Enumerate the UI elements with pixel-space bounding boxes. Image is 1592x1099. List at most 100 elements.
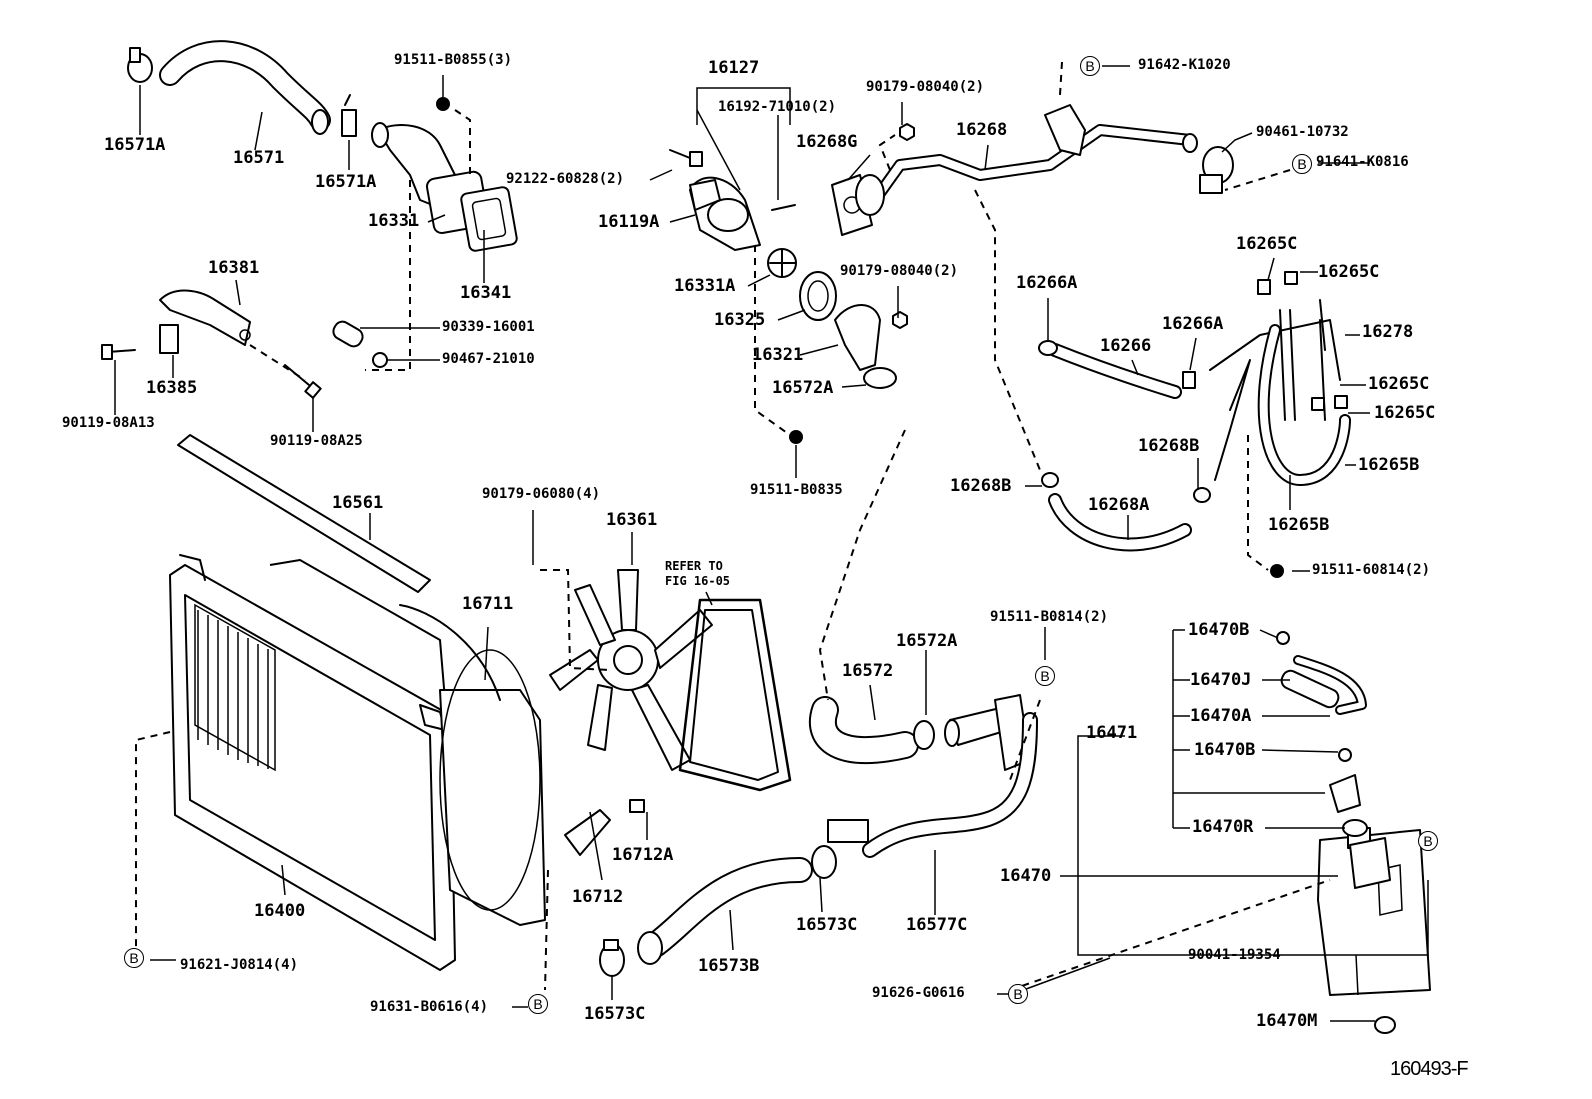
clip-16385 bbox=[159, 324, 179, 354]
label-16265C-4: 16265C bbox=[1374, 403, 1436, 423]
label-91511-B0814: 91511-B0814(2) bbox=[990, 609, 1109, 625]
hose-16470A bbox=[1280, 655, 1367, 715]
stud-16192 bbox=[771, 204, 796, 211]
label-16470J: 16470J bbox=[1190, 670, 1252, 690]
label-16331A: 16331A bbox=[674, 276, 736, 296]
marker-b-icon: B bbox=[1035, 666, 1055, 686]
label-16381: 16381 bbox=[208, 258, 260, 278]
label-16470B-1: 16470B bbox=[1188, 620, 1250, 640]
label-16471: 16471 bbox=[1086, 723, 1138, 743]
label-16573C-1: 16573C bbox=[796, 915, 858, 935]
inlet-16321 bbox=[834, 304, 897, 389]
pipe-16577C bbox=[827, 712, 1038, 858]
label-16265C-1: 16265C bbox=[1236, 234, 1298, 254]
label-91621-J0814: 91621-J0814(4) bbox=[180, 957, 299, 973]
label-16325: 16325 bbox=[714, 310, 766, 330]
marker-b-icon: B bbox=[528, 994, 548, 1014]
label-16268A: 16268A bbox=[1088, 495, 1150, 515]
label-16268: 16268 bbox=[956, 120, 1008, 140]
bolt-dots bbox=[436, 97, 1284, 578]
label-91642-K1020: 91642-K1020 bbox=[1138, 57, 1231, 73]
refer-note-line-2: FIG 16-05 bbox=[665, 574, 731, 588]
label-16573C-2: 16573C bbox=[584, 1004, 646, 1024]
marker-b-icon: B bbox=[1080, 56, 1100, 76]
reservoir-16470 bbox=[1317, 827, 1431, 996]
label-16470R: 16470R bbox=[1192, 817, 1254, 837]
label-16400: 16400 bbox=[254, 901, 306, 921]
label-16712: 16712 bbox=[572, 887, 624, 907]
label-16561: 16561 bbox=[332, 493, 384, 513]
label-91511-B0835: 91511-B0835 bbox=[750, 482, 843, 498]
label-16331: 16331 bbox=[368, 211, 420, 231]
refer-note-line-1: REFER TO bbox=[665, 559, 723, 573]
hose-16572 bbox=[808, 696, 935, 765]
label-16265B-2: 16265B bbox=[1268, 515, 1330, 535]
label-16573B: 16573B bbox=[698, 956, 760, 976]
label-16385: 16385 bbox=[146, 378, 198, 398]
label-16470M: 16470M bbox=[1256, 1011, 1318, 1031]
marker-b-icon: B bbox=[1292, 154, 1312, 174]
pipe-16268 bbox=[869, 104, 1198, 206]
clamps-16573C bbox=[599, 845, 837, 977]
figure-code: 160493-F bbox=[1390, 1058, 1469, 1080]
radiator-16400 bbox=[169, 554, 456, 971]
label-90041-19354: 90041-19354 bbox=[1188, 947, 1281, 963]
thermostat-16331A bbox=[767, 248, 797, 278]
label-16321: 16321 bbox=[752, 345, 804, 365]
flange-16268 bbox=[855, 174, 885, 216]
leader-lines bbox=[114, 65, 1429, 1022]
hose-90339 bbox=[332, 320, 388, 368]
belt bbox=[678, 598, 792, 792]
marker-b-icon: B bbox=[124, 948, 144, 968]
label-16268G: 16268G bbox=[796, 132, 858, 152]
label-16571A-top: 16571A bbox=[104, 135, 166, 155]
label-91511-B0855: 91511-B0855(3) bbox=[394, 52, 513, 68]
label-91641-K0816: 91641-K0816 bbox=[1316, 154, 1409, 170]
fitting-16470B bbox=[1276, 631, 1361, 813]
label-16711: 16711 bbox=[462, 594, 514, 614]
hose-16268A bbox=[1041, 472, 1211, 552]
label-16341: 16341 bbox=[460, 283, 512, 303]
hose-16266 bbox=[1038, 340, 1196, 399]
thermostat-housing-16119A bbox=[689, 176, 761, 251]
label-16268B-2: 16268B bbox=[950, 476, 1012, 496]
radiator-support-16561 bbox=[177, 434, 431, 593]
label-16266A-1: 16266A bbox=[1016, 273, 1078, 293]
label-91511-60814: 91511-60814(2) bbox=[1312, 562, 1431, 578]
label-16572A-top: 16572A bbox=[772, 378, 834, 398]
hose-16573B bbox=[637, 857, 813, 965]
label-16265B-1: 16265B bbox=[1358, 455, 1420, 475]
cap-16470M bbox=[1374, 1016, 1396, 1034]
hose-16265B bbox=[1257, 299, 1351, 486]
label-16572: 16572 bbox=[842, 661, 894, 681]
label-16127: 16127 bbox=[708, 58, 760, 78]
label-16192-71010: 16192-71010(2) bbox=[718, 99, 837, 115]
pipe-16572A bbox=[944, 694, 1031, 771]
bolts-left bbox=[101, 344, 322, 399]
dashed-guides bbox=[135, 61, 1331, 991]
fan-16361 bbox=[549, 569, 713, 771]
label-16712A: 16712A bbox=[612, 845, 674, 865]
label-16571A-mid: 16571A bbox=[315, 172, 377, 192]
label-16577C: 16577C bbox=[906, 915, 968, 935]
clamps-16265C bbox=[1257, 271, 1348, 411]
label-90119-08A25: 90119-08A25 bbox=[270, 433, 363, 449]
label-91626-G0616: 91626-G0616 bbox=[872, 985, 965, 1001]
label-90179-08040-b: 90179-08040(2) bbox=[840, 263, 959, 279]
label-16268B-1: 16268B bbox=[1138, 436, 1200, 456]
label-90179-06080: 90179-06080(4) bbox=[482, 486, 601, 502]
label-90467-21010: 90467-21010 bbox=[442, 351, 535, 367]
label-16278: 16278 bbox=[1362, 322, 1414, 342]
label-16571: 16571 bbox=[233, 148, 285, 168]
hose-16571 bbox=[159, 40, 331, 135]
label-16470A: 16470A bbox=[1190, 706, 1252, 726]
label-16470B-2: 16470B bbox=[1194, 740, 1256, 760]
bolt-92122 bbox=[669, 149, 703, 167]
gasket-16325 bbox=[799, 271, 837, 321]
label-90339-16001: 90339-16001 bbox=[442, 319, 535, 335]
label-16265C-3: 16265C bbox=[1368, 374, 1430, 394]
label-90119-08A13: 90119-08A13 bbox=[62, 415, 155, 431]
marker-b-icon: B bbox=[1418, 831, 1438, 851]
label-90461-10732: 90461-10732 bbox=[1256, 124, 1349, 140]
